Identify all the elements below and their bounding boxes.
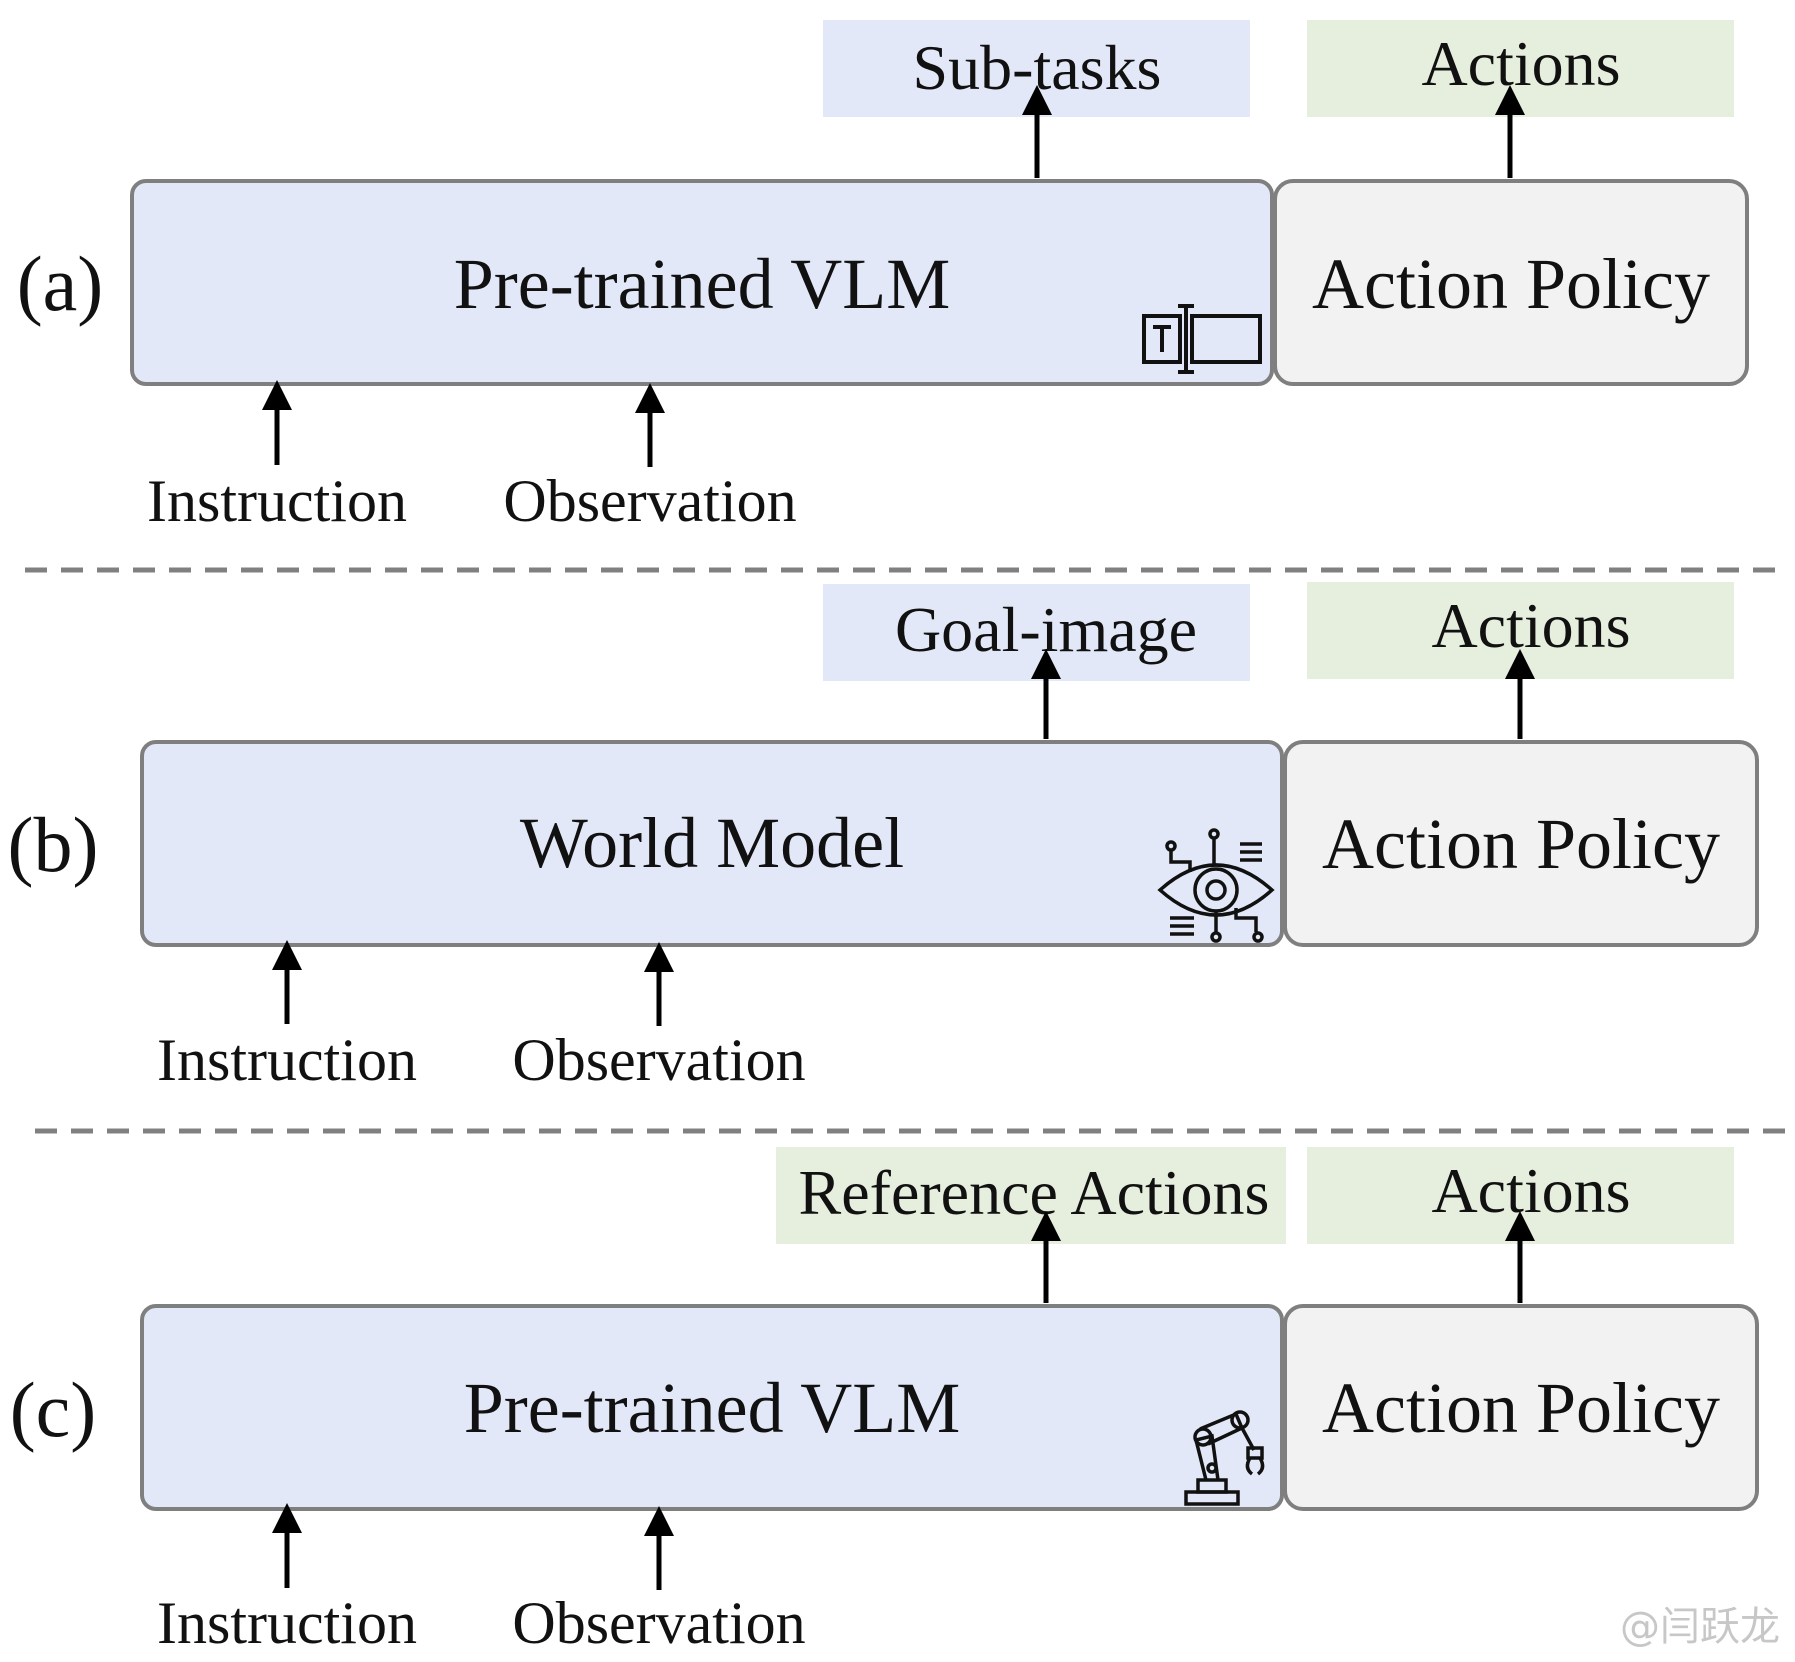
action-policy-box-c — [1283, 1304, 1759, 1511]
pretrained-vlm-label-a: Pre-trained VLM — [454, 244, 951, 324]
observation-label-c: Observation — [512, 1590, 805, 1656]
cyber-eye-icon — [1157, 828, 1275, 943]
actions-label-a: Actions — [1421, 28, 1620, 99]
panel-c: Reference Actions Actions Pre-trained VL… — [10, 1147, 1759, 1656]
text-cursor-icon — [1142, 304, 1262, 374]
pretrained-vlm-box-a — [130, 179, 1274, 386]
pretrained-vlm-label-c: Pre-trained VLM — [464, 1368, 961, 1448]
action-policy-box-b — [1283, 740, 1759, 947]
action-policy-box-a — [1273, 179, 1749, 386]
world-model-box — [140, 740, 1284, 947]
goal-image-label: Goal-image — [895, 594, 1197, 665]
instruction-label-c: Instruction — [157, 1590, 417, 1656]
instruction-label-b: Instruction — [157, 1027, 417, 1093]
panel-a: Sub-tasks Actions Pre-trained VLM Action… — [17, 20, 1749, 534]
panel-tag-c: (c) — [10, 1366, 97, 1453]
actions-label-c: Actions — [1431, 1155, 1630, 1226]
sub-tasks-label: Sub-tasks — [913, 32, 1162, 103]
action-policy-label-c: Action Policy — [1322, 1368, 1720, 1448]
world-model-label: World Model — [520, 803, 904, 883]
actions-label-b: Actions — [1431, 590, 1630, 661]
pretrained-vlm-box-c — [140, 1304, 1284, 1511]
panel-tag-a: (a) — [17, 240, 104, 327]
panel-b: Goal-image Actions World Model Action Po… — [8, 582, 1759, 1093]
action-policy-label-b: Action Policy — [1322, 804, 1720, 884]
reference-actions-label: Reference Actions — [799, 1157, 1270, 1228]
observation-label-a: Observation — [503, 468, 796, 534]
robot-arm-icon — [1184, 1410, 1265, 1506]
watermark-text: @闫跃龙 — [1620, 1604, 1780, 1650]
observation-label-b: Observation — [512, 1027, 805, 1093]
panel-tag-b: (b) — [8, 801, 99, 888]
instruction-label-a: Instruction — [147, 468, 407, 534]
action-policy-label-a: Action Policy — [1312, 244, 1710, 324]
